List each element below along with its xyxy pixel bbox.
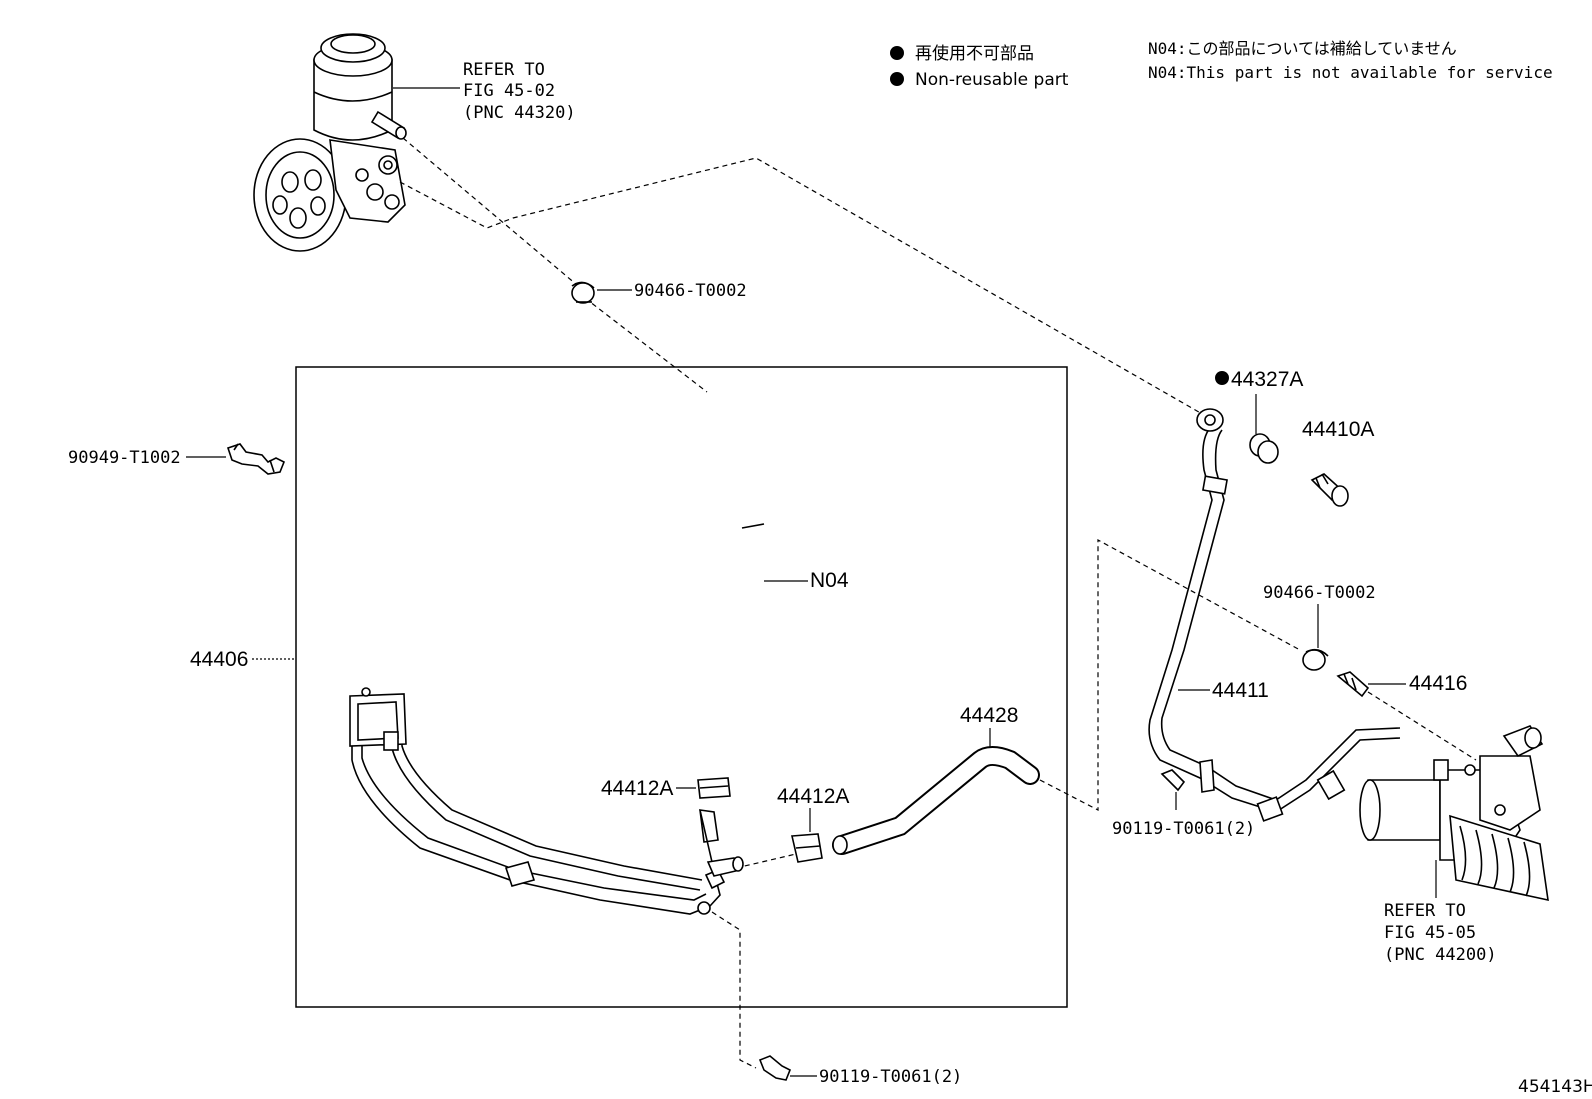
- illustration-id: 454143H: [1518, 1077, 1592, 1097]
- assembly-frame: [295, 366, 1068, 1008]
- clamp-90949: 90949-T1002: [68, 443, 286, 475]
- bolt-90119-right: 90119-T0061(2): [1112, 769, 1255, 839]
- label-44411: 44411: [1212, 679, 1269, 702]
- label-44406: 44406: [190, 648, 248, 671]
- label-90119-right: 90119-T0061(2): [1112, 819, 1255, 839]
- label-90466-right: 90466-T0002: [1263, 583, 1376, 603]
- steering-gear: REFER TO FIG 45-05 (PNC 44200): [1359, 725, 1549, 965]
- ref-gear-line1: REFER TO: [1384, 901, 1466, 921]
- service-note: N04:この部品については補給していません N04:This part is n…: [1148, 39, 1553, 82]
- ref-gear-line2: FIG 45-05: [1384, 923, 1476, 943]
- hose-n04: N04: [703, 393, 849, 772]
- ref-pump-line1: REFER TO: [463, 60, 545, 80]
- clamp-44412a-left: 44412A: [601, 777, 731, 800]
- assembly-44406: 44406: [190, 648, 296, 671]
- legend-non-reusable-en: Non-reusable part: [915, 70, 1069, 90]
- gasket-44327a: 44327A: [1215, 368, 1303, 464]
- clip-90466-right: 90466-T0002: [1263, 583, 1376, 671]
- note-jp: N04:この部品については補給していません: [1148, 39, 1457, 58]
- label-44412a-right: 44412A: [777, 785, 849, 808]
- legend: 再使用不可部品 Non-reusable part: [890, 43, 1069, 90]
- power-steering-pump: REFER TO FIG 45-02 (PNC 44320): [253, 33, 576, 252]
- label-90949: 90949-T1002: [68, 448, 181, 468]
- bullet-icon: [890, 72, 904, 86]
- pressure-tube-44411: 44411: [1148, 408, 1401, 822]
- bullet-icon: [1215, 371, 1229, 385]
- label-90119-bottom: 90119-T0061(2): [819, 1067, 962, 1087]
- hose-44428: 44428: [832, 704, 1040, 855]
- legend-non-reusable-jp: 再使用不可部品: [915, 43, 1034, 64]
- label-44412a-left: 44412A: [601, 777, 673, 800]
- label-44416: 44416: [1409, 672, 1467, 695]
- union-bolt-44410a: 44410A: [1302, 418, 1374, 507]
- ref-pump-line3: (PNC 44320): [463, 103, 576, 123]
- label-44410a: 44410A: [1302, 418, 1374, 441]
- clip-90466-top: 90466-T0002: [571, 281, 747, 304]
- fitting-44416: 44416: [1336, 671, 1467, 698]
- label-90466-top: 90466-T0002: [634, 281, 747, 301]
- bolt-90119-bottom: 90119-T0061(2): [758, 1055, 962, 1087]
- return-tube-assembly: [349, 687, 744, 915]
- clamp-44412a-right: 44412A: [777, 785, 849, 863]
- label-n04: N04: [810, 569, 849, 592]
- label-44327a: 44327A: [1231, 368, 1303, 391]
- note-en: N04:This part is not available for servi…: [1148, 63, 1553, 82]
- label-44428: 44428: [960, 704, 1018, 727]
- bullet-icon: [890, 46, 904, 60]
- ref-pump-line2: FIG 45-02: [463, 81, 555, 101]
- ref-gear-line3: (PNC 44200): [1384, 945, 1497, 965]
